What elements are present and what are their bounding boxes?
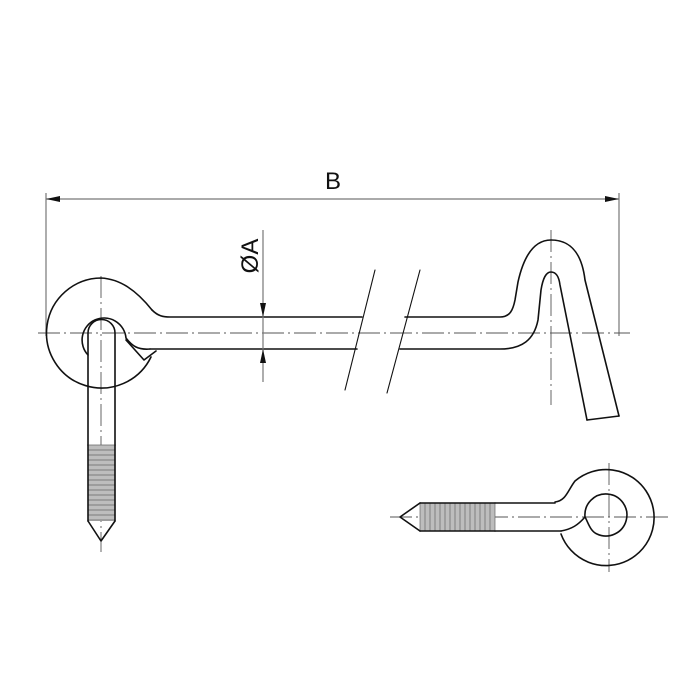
hook-eye-outer	[45, 277, 153, 389]
break-line-2	[386, 269, 421, 394]
screw-shank	[87, 318, 116, 446]
dimension-b: B	[45, 168, 620, 336]
arrow-right-icon	[605, 196, 619, 202]
hook-tip-end	[586, 415, 620, 421]
break-line-1	[344, 269, 376, 391]
hook-eye-inner	[81, 317, 151, 356]
arrow-left-icon	[46, 196, 60, 202]
screw-thread-edges	[87, 444, 116, 522]
dimension-a-label: ØA	[237, 239, 264, 274]
eye-screw-tip	[399, 502, 421, 532]
hook	[45, 239, 620, 421]
dimension-b-label: B	[325, 168, 341, 195]
hook-eye-gap	[125, 339, 157, 361]
shank-top-right-hook-outer	[404, 239, 620, 417]
arrow-down-icon	[260, 303, 266, 317]
arrow-up-icon	[260, 349, 266, 363]
eye-screw-inner	[584, 493, 628, 537]
dimension-a: ØA	[237, 230, 266, 382]
shank-bottom-right-hook-inner	[399, 271, 588, 421]
eye-screw-neck	[560, 516, 586, 532]
eye-screw	[390, 463, 668, 572]
screw-threads	[88, 444, 115, 521]
eye-screw-threads	[419, 503, 496, 531]
hook-screw-eye	[87, 318, 116, 542]
shank-top-left	[151, 309, 363, 318]
screw-tip	[87, 520, 116, 542]
eye-screw-outer	[554, 468, 655, 567]
eye-screw-thread-edges	[419, 502, 496, 532]
screw-thread-fill	[88, 445, 115, 521]
eye-screw-thread-fill	[420, 503, 495, 531]
